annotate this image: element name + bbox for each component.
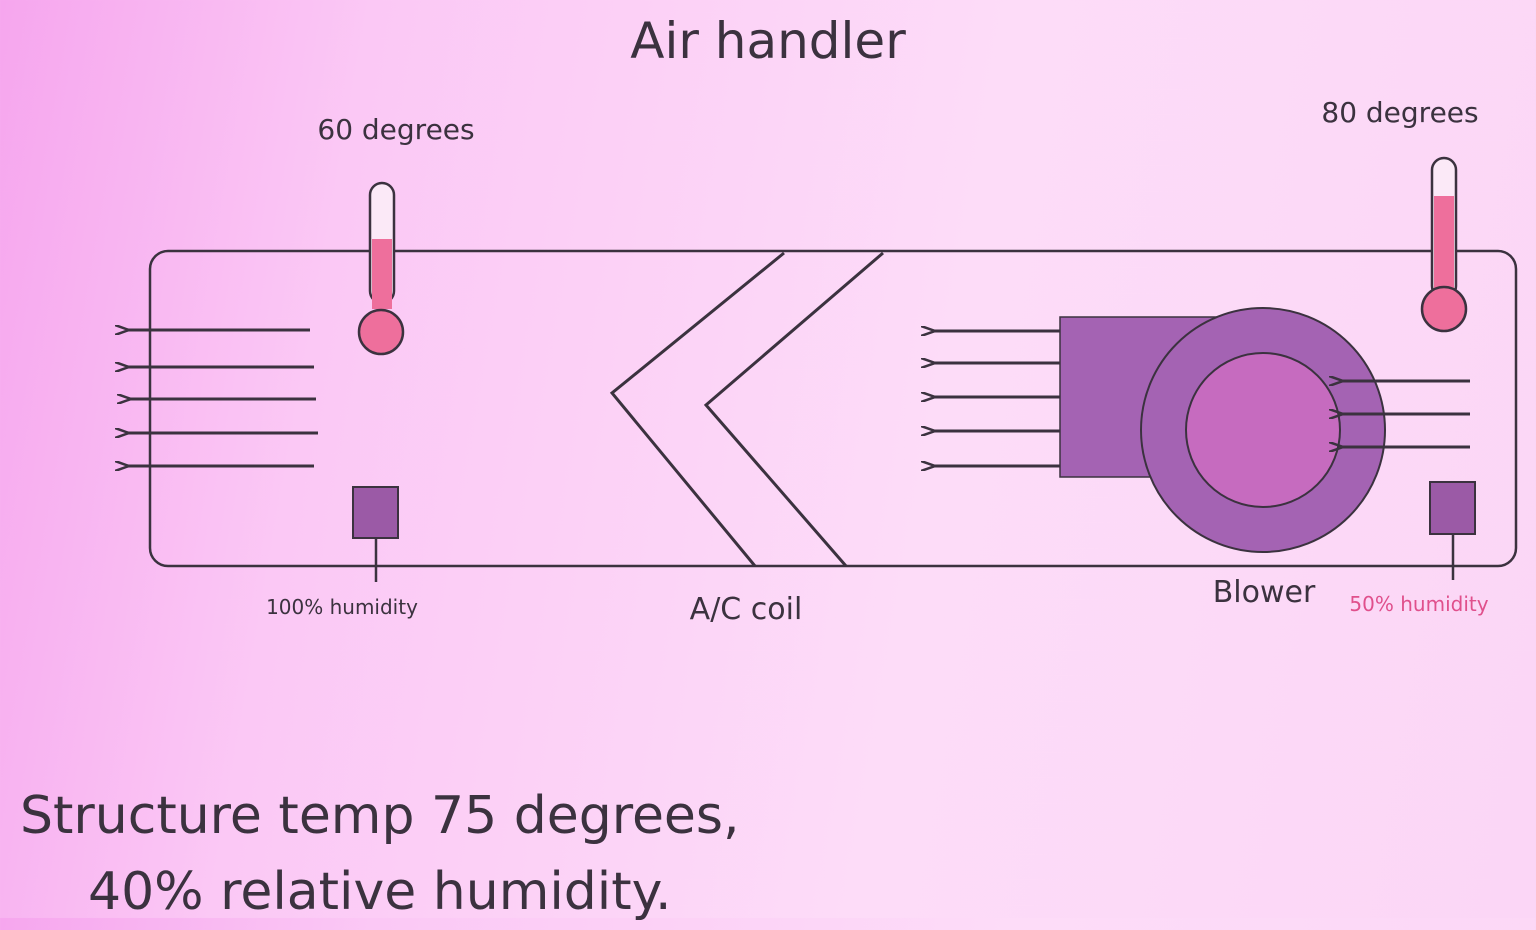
left-humidity-label: 100% humidity xyxy=(266,595,418,619)
slide-title: Air handler xyxy=(630,12,906,70)
ac-coil xyxy=(609,251,884,567)
return-air-arrows xyxy=(1342,381,1470,447)
blower-outlet-arrows xyxy=(934,331,1060,466)
right-temperature-label: 80 degrees xyxy=(1321,96,1478,129)
humidity-sensor-icon xyxy=(1429,481,1476,580)
left-temperature-label: 60 degrees xyxy=(317,113,474,146)
blower xyxy=(1059,307,1386,553)
caption: Structure temp 75 degrees, 40% relative … xyxy=(20,778,740,930)
caption-line-1: Structure temp 75 degrees, xyxy=(20,786,740,846)
left-airflow-arrows xyxy=(128,330,318,466)
thermometer-icon xyxy=(1420,156,1468,333)
duct-housing xyxy=(148,249,1518,568)
thermometer-icon xyxy=(357,181,405,356)
coil-label: A/C coil xyxy=(690,592,803,627)
right-humidity-label: 50% humidity xyxy=(1349,592,1488,616)
caption-line-2: 40% relative humidity. xyxy=(88,862,672,922)
humidity-sensor-icon xyxy=(352,486,399,582)
blower-label: Blower xyxy=(1213,575,1316,610)
